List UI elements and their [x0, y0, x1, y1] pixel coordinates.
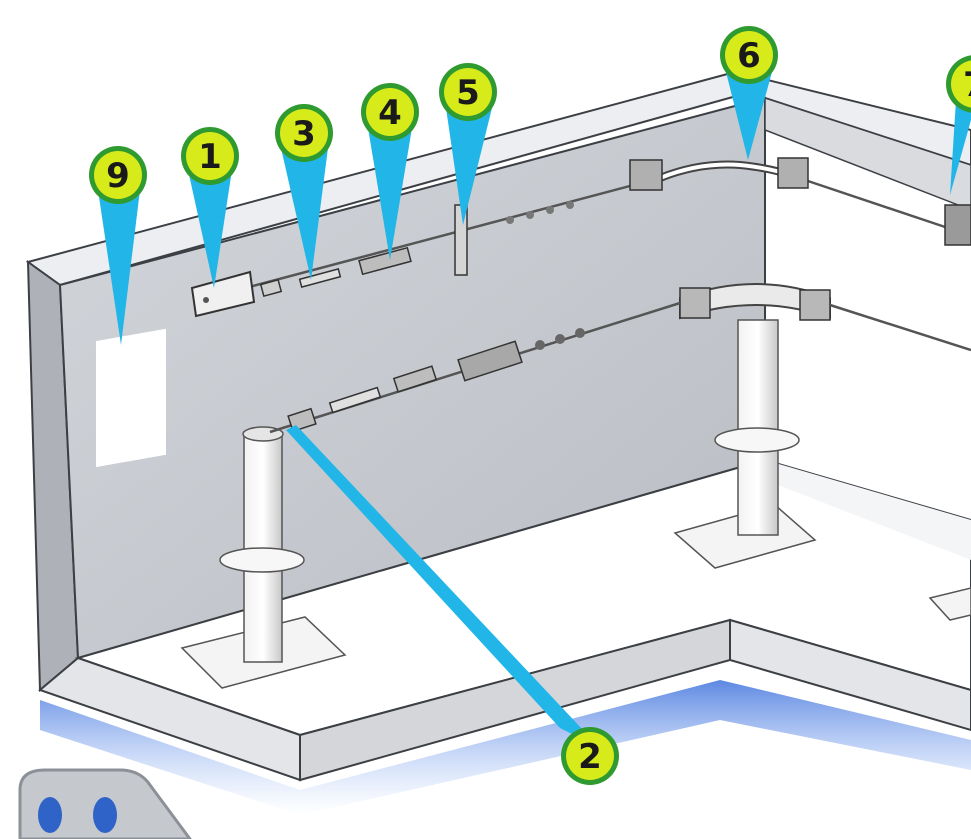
post-left — [180, 426, 347, 689]
svg-text:5: 5 — [456, 73, 480, 113]
structure-shadow — [40, 680, 971, 815]
callout-1: 1 — [181, 127, 239, 185]
callout-3: 3 — [275, 104, 333, 162]
wall-anchor-bracket — [190, 270, 256, 318]
post-right-partial — [928, 587, 971, 621]
callout-9: 9 — [89, 146, 147, 204]
upper-cable-components — [259, 157, 971, 298]
svg-text:9: 9 — [106, 156, 130, 196]
callout-4: 4 — [361, 83, 419, 141]
svg-text:7: 7 — [963, 65, 971, 105]
svg-text:6: 6 — [737, 36, 761, 76]
anchor-plate-detail — [18, 768, 192, 839]
svg-text:3: 3 — [292, 114, 316, 154]
post-corner — [673, 283, 831, 569]
callout-pointers — [98, 72, 971, 748]
callout-6: 6 — [720, 26, 778, 84]
svg-text:2: 2 — [578, 737, 602, 777]
lower-lifeline-cable — [269, 301, 971, 434]
callout-7: 7 — [946, 55, 971, 113]
svg-text:4: 4 — [378, 93, 402, 133]
svg-text:1: 1 — [198, 137, 222, 177]
information-sign-plate — [96, 328, 166, 468]
callout-2: 2 — [561, 727, 619, 785]
callout-5: 5 — [439, 63, 497, 121]
